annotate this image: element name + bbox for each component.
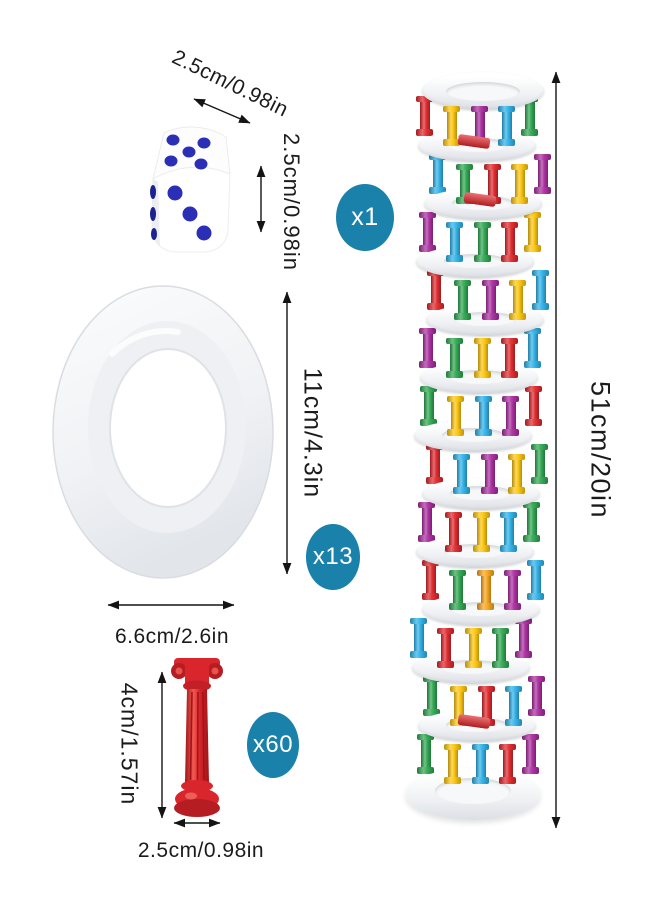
tower-pillar [422, 560, 439, 600]
tower-pillar [472, 744, 489, 784]
tower-pillar [524, 328, 541, 368]
tower-pillar [419, 212, 436, 252]
tower-height-arrow [551, 71, 561, 829]
tower-pillar [449, 570, 466, 610]
tower-pillar [504, 570, 521, 610]
tower-pillar [515, 618, 532, 658]
tower-pillar [505, 686, 522, 726]
tower-pillar [501, 338, 518, 378]
pillar-height-arrow [157, 671, 167, 819]
tower-pillar [426, 444, 443, 484]
tower-pillar [473, 512, 490, 552]
tower-pillar [528, 676, 545, 716]
tower-pillar [416, 96, 433, 136]
tower-pillar [417, 734, 434, 774]
tower-pillar [482, 280, 499, 320]
tower-pillar [453, 454, 470, 494]
ring-width-arrow [107, 600, 235, 610]
tower-pillar [523, 502, 540, 542]
dice-count-badge: x1 [336, 184, 394, 251]
tower-pillar [477, 570, 494, 610]
ring-count-badge: x13 [306, 524, 360, 590]
dice-top-pips [164, 134, 211, 170]
tower [406, 72, 566, 842]
tower-pillar [437, 628, 454, 668]
tower-pillar [522, 734, 539, 774]
tower-pillar [498, 106, 515, 146]
pillar-width-arrow [173, 818, 221, 828]
pillar-width-label: 2.5cm/0.98in [137, 839, 265, 862]
ring-width-label: 6.6cm/2.6in [114, 625, 230, 648]
tower-pillar [447, 396, 464, 436]
tower-pillar [502, 396, 519, 436]
tower-pillar [509, 280, 526, 320]
tower-pillar [474, 338, 491, 378]
tower-pillar [454, 280, 471, 320]
tower-pillar [420, 386, 437, 426]
ring-height-label: 11cm/4.3in [298, 367, 327, 499]
ring-height-arrow [282, 291, 292, 575]
tower-pillar [446, 338, 463, 378]
tower-pillar [419, 328, 436, 368]
tower-pillar [444, 744, 461, 784]
dice-image [150, 126, 231, 253]
tower-pillar [445, 512, 462, 552]
tower-pillar [418, 502, 435, 542]
tower-pillar [508, 454, 525, 494]
tower-pillar [443, 106, 460, 146]
tower-pillar [531, 444, 548, 484]
tower-disc [406, 768, 540, 820]
tower-pillar [500, 512, 517, 552]
pillar-image [171, 658, 223, 817]
tower-pillar [481, 454, 498, 494]
tower-pillar [534, 154, 551, 194]
tower-pillar [524, 212, 541, 252]
tower-pillar [427, 270, 444, 310]
tower-pillar [492, 628, 509, 668]
tower-height-label: 51cm/20in [585, 380, 616, 520]
dice-height-arrow [256, 165, 266, 233]
pillar-count-badge: x60 [247, 712, 299, 778]
tower-pillar [423, 676, 440, 716]
tower-pillar [501, 222, 518, 262]
tower-pillar [475, 396, 492, 436]
tower-pillar [465, 628, 482, 668]
tower-pillar [511, 164, 528, 204]
dice-width-arrow [193, 98, 251, 124]
dice-front-pips [167, 185, 212, 241]
tower-pillar [527, 560, 544, 600]
tower-pillar [410, 618, 427, 658]
tower-pillar [532, 270, 549, 310]
tower-pillar [474, 222, 491, 262]
pillar-height-label: 4cm/1.57in [116, 682, 143, 806]
tower-pillar [429, 154, 446, 194]
ring-image [52, 285, 274, 579]
tower-pillar [499, 744, 516, 784]
dice-height-label: 2.5cm/0.98in [279, 133, 304, 271]
tower-disc [422, 72, 544, 110]
tower-pillar [446, 222, 463, 262]
tower-pillar [525, 386, 542, 426]
